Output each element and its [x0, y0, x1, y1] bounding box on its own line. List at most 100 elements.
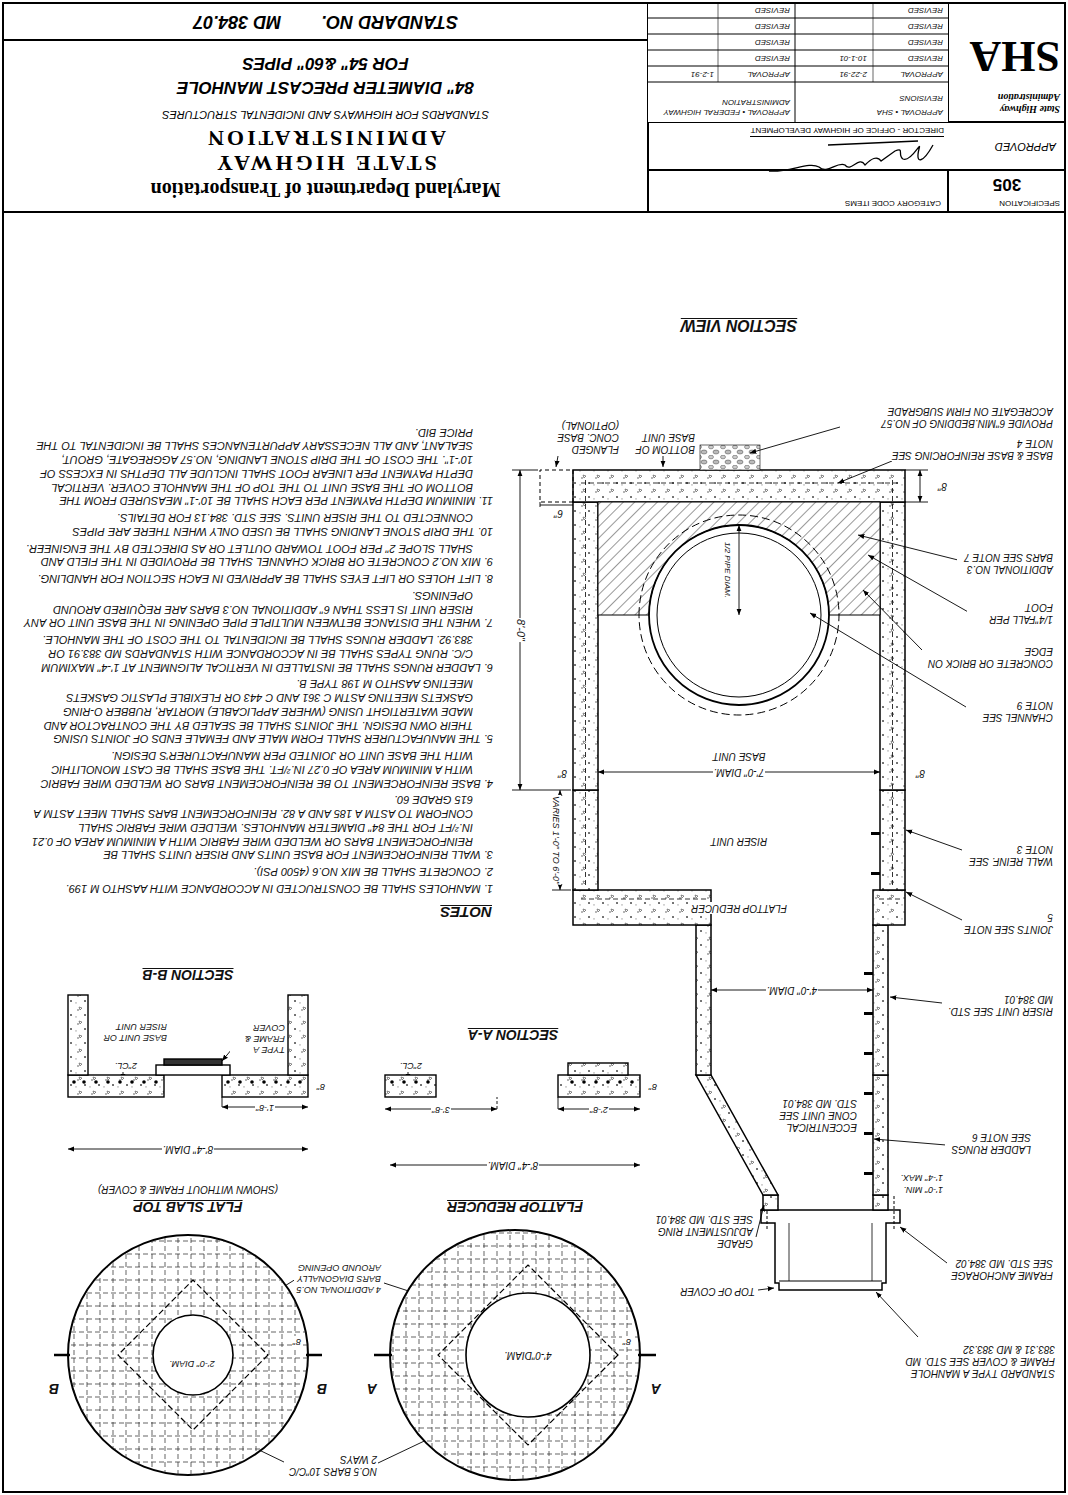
rebar-line: [390, 1233, 640, 1234]
sheet-border: [3, 3, 1065, 1492]
section-b-b: [288, 995, 308, 1075]
section-b-b: [68, 995, 308, 1097]
section-b-b: [164, 1059, 222, 1065]
rebar-line: [74, 1235, 75, 1475]
rebar-line: [406, 1230, 407, 1480]
callout-label: FLANGED CONC. BASE (OPTIONAL): [542, 419, 620, 455]
rebar-line: [445, 1230, 446, 1480]
section-b-b: [156, 1065, 230, 1075]
rebar-dot: [594, 1080, 598, 1084]
rebar-line: [390, 1480, 640, 1481]
dimension-lines: [739, 525, 740, 615]
reinforcement: [580, 483, 898, 484]
section-b-b: [222, 1075, 308, 1097]
ladder-rungs: [871, 872, 880, 875]
rebar-line: [100, 1235, 101, 1475]
callout-label: WALL REINF. SEE NOTE 3: [962, 843, 1054, 867]
callout-label: 8'-4" DIAM.: [162, 1143, 214, 1155]
callout-label: REVISED: [907, 5, 944, 15]
rebar-line: [419, 1230, 420, 1480]
gravel-bedding: [700, 445, 760, 470]
flattop-plan: [390, 1230, 640, 1480]
rebar-dot: [298, 1080, 302, 1084]
callout-label: RISER UNIT SEE STD. MD 384.01: [942, 993, 1054, 1017]
callout-label: APPROVAL: [746, 69, 791, 79]
reinforcement: [892, 479, 893, 885]
rebar-line: [243, 1235, 244, 1475]
callout-label: 4'-0" DIAM.: [766, 984, 818, 996]
callout-label: 7'-0" DIAM.: [713, 766, 765, 778]
callout-label: 2"CL.: [399, 1060, 423, 1071]
rebar-line: [68, 1436, 308, 1437]
dimension-lines: [497, 1097, 498, 1109]
callout-label: 3'-8": [431, 1104, 451, 1115]
callout-label: APPROVAL • FEDERAL HIGHWAY ADMINISTRATIO…: [654, 98, 791, 117]
leader-lines: [876, 1292, 918, 1337]
callout-label: 1-2-91: [690, 69, 715, 79]
rebar-dot: [274, 1080, 278, 1084]
dimension-lines: [540, 502, 541, 507]
rebar-dot: [154, 1080, 158, 1084]
section-a-a: [385, 1075, 436, 1097]
rebar-dot: [630, 1080, 634, 1084]
flattop-plan: [374, 1230, 656, 1480]
callout-label: 4'-0"DIAM.: [503, 1349, 553, 1361]
rebar-dot: [286, 1080, 290, 1084]
flat-slab-plan: [118, 1280, 268, 1430]
rebar-line: [458, 1230, 459, 1480]
title-text: SPECIFICATION: [999, 199, 1060, 208]
rebar-grid: [68, 1235, 308, 1475]
callout-label: REVISED: [754, 5, 791, 15]
rebar-dot: [426, 1080, 430, 1084]
rebar-line: [390, 1272, 640, 1273]
callout-label: BASE UNIT OR RISER UNIT: [90, 1021, 168, 1043]
view-title: SECTION VIEW: [680, 316, 798, 335]
leader-lines: [906, 830, 962, 850]
frame-and-cover: [761, 1210, 900, 1290]
leader-lines: [556, 456, 558, 467]
rebar-line: [68, 1449, 308, 1450]
rebar-dot: [250, 1080, 254, 1084]
callout-label: REVISED: [754, 21, 791, 31]
callout-label: 8": [648, 1081, 658, 1092]
rebar-dot: [142, 1080, 146, 1084]
title-block-cell: APPROVEDDIRECTOR - OFFICE OF HIGHWAY DEV…: [648, 122, 1065, 170]
flat-slab-plan: [68, 1235, 308, 1475]
title-text: MD 384.07: [193, 11, 281, 32]
rebar-line: [68, 1423, 308, 1424]
pipe: [639, 515, 839, 715]
rebar-line: [390, 1259, 640, 1260]
callout-label: STANDARD TYPE A MANHOLE FRAME & COVER SE…: [894, 1343, 1056, 1379]
leader-lines: [900, 1227, 947, 1263]
callout-label: B: [48, 1380, 60, 1397]
callout-label: 8": [937, 480, 948, 492]
note-text: 3. WALL REINFORCEMENT FOR BASE UNITS AND…: [23, 793, 493, 862]
rebar-dot: [130, 1080, 134, 1084]
callout-label: REVISED: [907, 37, 944, 47]
view-title: NOTES: [439, 903, 493, 921]
rebar-dot: [262, 1080, 266, 1084]
note-text: 11. MINIMUM DEPTH PAYMENT PER EACH SHALL…: [23, 425, 493, 508]
note-text: 8. LIFT HOLES OR LIFT EYES SHALL BE APPR…: [23, 572, 493, 586]
section-a-a: [568, 1063, 628, 1075]
title-text: APPROVED: [995, 140, 1056, 153]
leader-lines: [858, 535, 958, 560]
rebar-line: [390, 1441, 640, 1442]
optional-flange: [540, 470, 573, 502]
reinforcement: [878, 899, 900, 900]
sheet-border: [648, 50, 948, 51]
rebar-line: [390, 1467, 640, 1468]
precast-units: [696, 925, 711, 1075]
rebar-line: [432, 1230, 433, 1480]
precast-units: [696, 1075, 778, 1195]
rebar-dot: [390, 1080, 394, 1084]
rebar-dot: [82, 1080, 86, 1084]
callout-label: 1'-0" MIN.: [903, 1184, 944, 1195]
rebar-line: [68, 1397, 308, 1398]
rebar-line: [390, 1428, 640, 1429]
callout-label: FRAME ANCHORAGE SEE STD. MD 384.02: [947, 1257, 1054, 1281]
section-b-b: [68, 1075, 164, 1097]
rebar-grid: [390, 1230, 640, 1480]
notes-list: 1. MANHOLES SHALL BE CONSTRUCTED IN ACCO…: [23, 422, 493, 895]
